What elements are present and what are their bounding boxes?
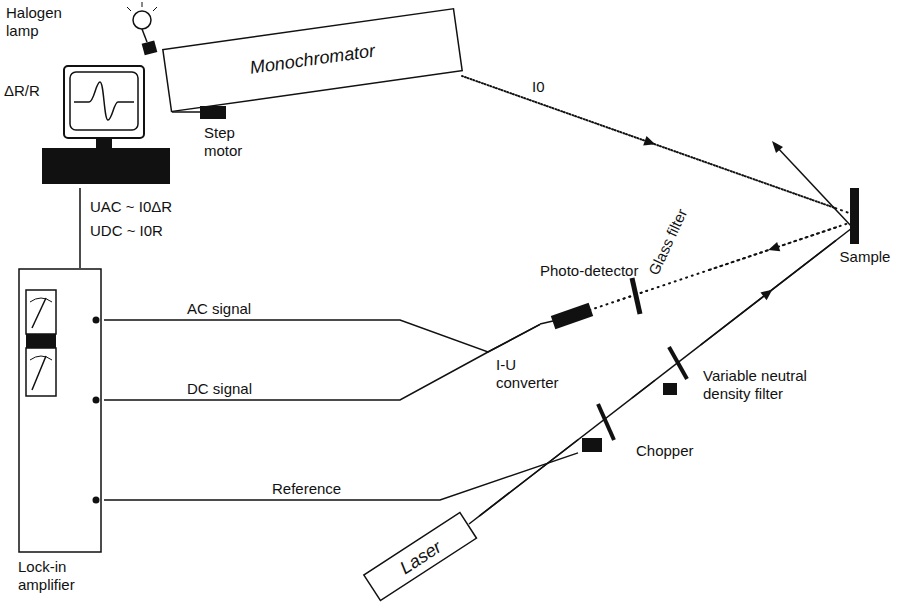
node-label: Laser — [366, 517, 475, 599]
arrowhead — [761, 290, 773, 301]
detector-wire — [540, 321, 553, 324]
signal-wire — [104, 320, 540, 352]
connector-path — [79, 188, 81, 268]
light-beam — [465, 77, 836, 208]
node-label: Glass filter — [643, 202, 693, 282]
reflected-laser-beam — [776, 146, 852, 227]
connector-path — [104, 320, 540, 352]
probe-beam — [462, 76, 852, 214]
signal-label: Reference — [270, 480, 343, 498]
arrowhead — [768, 242, 780, 251]
signal-wire — [172, 112, 200, 113]
light-beam — [618, 291, 647, 301]
signal-label: AC signal — [185, 300, 253, 318]
node-label: Step motor — [204, 124, 256, 160]
signal-formula: UDC ~ I0R — [88, 222, 165, 240]
signal-label: DC signal — [185, 380, 254, 398]
step-motor: Step motor — [200, 106, 258, 162]
chopper: Chopper — [578, 398, 700, 466]
signal-wire — [80, 188, 81, 268]
light-beam — [710, 227, 836, 269]
laser-beam — [632, 380, 655, 398]
signal-label: I0 — [530, 78, 547, 96]
reflected-beam-arrowhead — [772, 141, 783, 153]
signal-wire — [104, 324, 540, 400]
node-label: Halogen lamp — [6, 4, 78, 40]
connector-path — [618, 291, 647, 301]
node-label: Lock-in amplifier — [18, 558, 102, 594]
node-label: Sample — [836, 248, 894, 266]
halogen-lamp: Halogen lamp — [4, 2, 156, 60]
arrowhead — [643, 136, 655, 145]
sample: Sample — [836, 188, 896, 268]
computer-shape — [4, 62, 172, 188]
connector-path — [710, 227, 836, 269]
connector-path — [104, 453, 578, 500]
photo-detector: Photo-detector — [540, 262, 647, 330]
connector-path — [701, 240, 836, 345]
connector-path — [632, 380, 655, 398]
laser-beam — [479, 440, 578, 516]
lock-in-amplifier: Lock-in amplifier — [18, 268, 104, 596]
connector-path — [465, 77, 836, 208]
signal-wire — [104, 453, 578, 500]
laser: Laser — [363, 510, 479, 601]
neutral-density-filter: Variable neutral density filter — [655, 345, 840, 410]
lock-in-amplifier-shape — [18, 268, 102, 553]
glass-filter: Glass filter — [618, 200, 710, 318]
converter-label: I-U converter — [494, 356, 568, 392]
node-label: Chopper — [636, 442, 698, 460]
node-label: Variable neutral density filter — [703, 367, 835, 403]
laser-beam — [701, 240, 836, 345]
connector-path — [479, 440, 578, 516]
node-label: ΔR/R — [4, 82, 48, 100]
monochromator-box: Monochromator — [162, 8, 465, 113]
node-label: Photo-detector — [540, 262, 645, 280]
connector-path — [104, 324, 540, 400]
signal-formula: UAC ~ I0ΔR — [88, 198, 174, 216]
computer: ΔR/R — [4, 62, 172, 188]
